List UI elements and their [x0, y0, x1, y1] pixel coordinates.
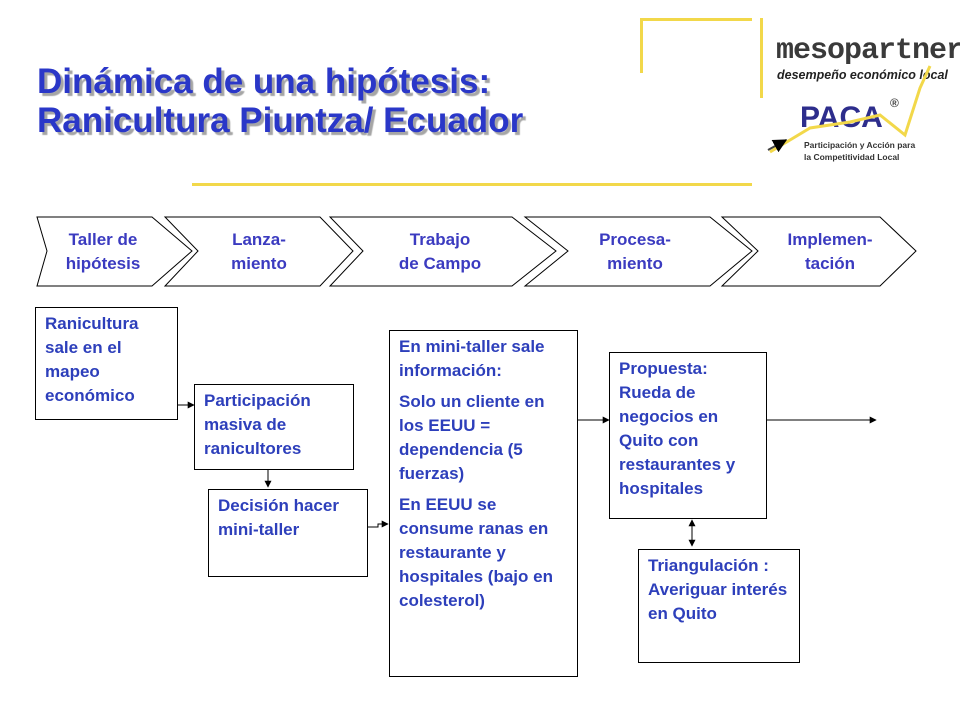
mesopartner-tagline: desempeño económico local — [777, 68, 948, 82]
stage-lanzamiento-line2: miento — [231, 254, 287, 273]
box-minitaller-p3: En EEUU se consume ranas en restaurante … — [399, 495, 553, 610]
logo-frame-right-top — [760, 18, 763, 98]
stage-lanzamiento: Lanza- miento — [200, 228, 318, 276]
logo-frame-left — [640, 18, 643, 73]
stage-taller-line2: hipótesis — [65, 254, 141, 273]
box-ranicultura-text: Ranicultura sale en el mapeo económico — [45, 314, 139, 405]
box-decision-text: Decisión hacer mini-taller — [218, 496, 339, 539]
title-underline — [192, 183, 752, 186]
stage-trabajo-line2: de Campo — [398, 254, 482, 273]
stage-taller-line1: Taller de — [68, 230, 138, 249]
logo-frame-top — [640, 18, 752, 21]
stage-trabajo: Trabajo de Campo — [375, 228, 505, 276]
box-triangulacion-text: Triangulación : Averiguar interés en Qui… — [648, 556, 788, 623]
stage-trabajo-line1: Trabajo — [409, 230, 471, 249]
box-minitaller: En mini-taller sale información: Solo un… — [389, 330, 578, 677]
stage-procesamiento-line2: miento — [607, 254, 663, 273]
box-participacion-text: Participación masiva de ranicultores — [204, 391, 311, 458]
page-title: Dinámica de una hipótesis: Ranicultura P… — [37, 62, 523, 140]
stage-implementacion-line1: Implemen- — [787, 230, 873, 249]
box-propuesta: Propuesta: Rueda de negocios en Quito co… — [609, 352, 767, 519]
stage-procesamiento: Procesa- miento — [575, 228, 695, 276]
box-ranicultura: Ranicultura sale en el mapeo económico — [35, 307, 178, 420]
arrow-decision-to-minitaller — [368, 520, 389, 528]
box-propuesta-text: Propuesta: Rueda de negocios en Quito co… — [619, 359, 736, 498]
stage-implementacion-line2: tación — [804, 254, 856, 273]
registered-mark: ® — [890, 96, 899, 110]
title-line-2: Ranicultura Piuntza/ Ecuador — [37, 101, 524, 140]
mesopartner-logo: mesopartner — [776, 34, 960, 68]
stage-shape-trabajo — [328, 216, 557, 287]
stage-procesamiento-line1: Procesa- — [599, 230, 671, 249]
paca-zigzag-icon — [769, 65, 932, 154]
stage-taller: Taller de hipótesis — [47, 228, 159, 276]
stage-shape-lanzamiento — [163, 216, 354, 287]
box-triangulacion: Triangulación : Averiguar interés en Qui… — [638, 549, 800, 663]
stage-implementacion: Implemen- tación — [770, 228, 890, 276]
stage-shape-procesamiento — [523, 216, 753, 287]
box-minitaller-p2: Solo un cliente en los EEUU = dependenci… — [399, 392, 545, 483]
stage-shape-taller — [36, 216, 193, 287]
stage-shape-implementacion — [720, 216, 917, 287]
paca-tagline-1: Participación y Acción para — [804, 140, 916, 150]
title-line-1: Dinámica de una hipótesis: — [37, 62, 491, 101]
paca-tagline-2: la Competitividad Local — [804, 152, 900, 162]
box-participacion: Participación masiva de ranicultores — [194, 384, 354, 470]
box-decision: Decisión hacer mini-taller — [208, 489, 368, 577]
paca-arrow-icon — [767, 139, 788, 153]
stage-lanzamiento-line1: Lanza- — [232, 230, 286, 249]
box-minitaller-p1: En mini-taller sale información: — [399, 337, 545, 380]
